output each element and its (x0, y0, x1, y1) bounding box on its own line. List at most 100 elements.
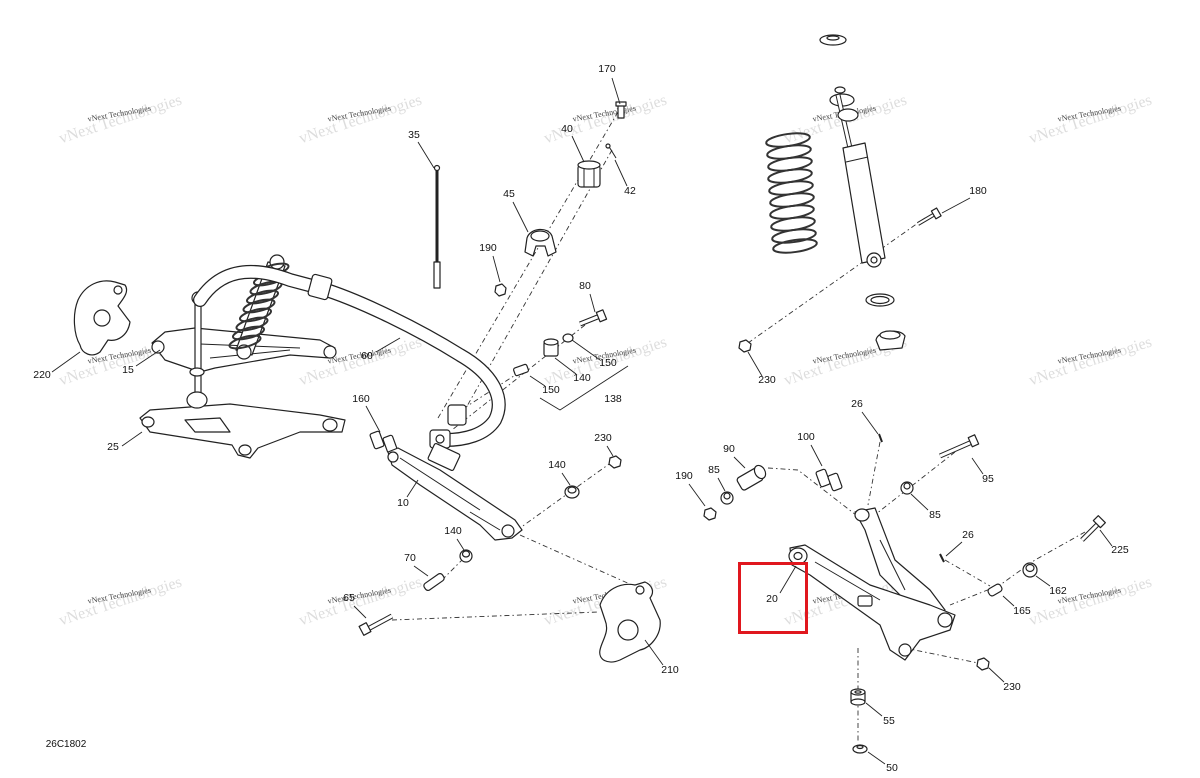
leader-line (589, 293, 596, 313)
watermark-text: vNext Technologies (297, 574, 424, 630)
watermark-text: vNext Technologies (1027, 92, 1154, 148)
callout-label: 180 (969, 185, 987, 197)
callout-label: 65 (343, 592, 355, 604)
bushing-45 (524, 228, 557, 257)
right-shock-absorber (835, 94, 886, 268)
watermark: vNext Technologies vNext Technologies (57, 92, 184, 148)
callout-label: 150 (542, 384, 560, 396)
watermark-text: vNext Technologies (57, 574, 184, 630)
leader-line (529, 375, 546, 387)
leader-line (971, 457, 984, 475)
leader-line (1099, 529, 1113, 547)
leader-line (606, 445, 614, 457)
leader-line (121, 431, 143, 447)
callout-label: 15 (122, 364, 134, 376)
bushing-90 (736, 464, 767, 491)
leader-line (413, 565, 429, 577)
callout-label: 35 (408, 129, 420, 141)
nut-230-left (608, 455, 622, 469)
callout-label: 165 (1013, 605, 1031, 617)
watermark: vNext Technologies vNext Technologies (297, 574, 424, 630)
washer-55 (850, 688, 866, 706)
bracket-100 (815, 468, 843, 492)
watermark: vNext Technologies vNext Technologies (542, 92, 669, 148)
link-arm-10 (387, 442, 523, 541)
watermark-text: vNext Technologies (1027, 574, 1154, 630)
left-shock-absorber (228, 254, 290, 360)
callout-label: 190 (675, 470, 693, 482)
assembly-line (904, 647, 979, 664)
leader-line (51, 351, 81, 373)
callout-label-highlighted: 20 (766, 593, 778, 605)
drawing-number: 26C1802 (46, 739, 87, 750)
callout-label: 190 (479, 242, 497, 254)
ring (865, 293, 895, 307)
leader-line (988, 667, 1005, 683)
leader-line (571, 135, 585, 163)
nut-230-lower-right (976, 657, 990, 671)
bushing-70 (423, 572, 445, 592)
leader-line (688, 483, 706, 507)
bushing-150 (513, 333, 574, 377)
leader-line (867, 751, 886, 765)
bolt-65 (358, 613, 394, 636)
callout-label: 50 (886, 762, 898, 774)
bracket-138 (539, 365, 629, 411)
watermark: vNext Technologies vNext Technologies (1027, 334, 1154, 390)
leader-line (1035, 575, 1051, 587)
pin-26-upper (878, 433, 883, 443)
callout-label: 26 (962, 529, 974, 541)
callout-label: 170 (598, 63, 616, 75)
assembly-line (767, 467, 857, 516)
leader-line (779, 565, 797, 594)
leader-line (910, 493, 929, 511)
stabilizer-link-rod (433, 164, 441, 289)
callout-label: 85 (929, 509, 941, 521)
lower-a-arm (139, 403, 346, 459)
bump-stop (875, 330, 906, 351)
callout-label: 230 (758, 374, 776, 386)
leader-line (717, 477, 726, 492)
bushing-140-upper (543, 338, 559, 357)
bolt-170 (615, 101, 627, 119)
highlight-box (738, 562, 808, 634)
callout-label: 70 (404, 552, 416, 564)
assembly-line (391, 611, 599, 621)
bolt-95 (938, 434, 980, 459)
pin-26-lower (939, 553, 945, 563)
leader-line (571, 339, 601, 361)
callout-label: 140 (548, 459, 566, 471)
leader-line (747, 351, 763, 377)
assembly-line (747, 217, 926, 344)
watermark: vNext Technologies vNext Technologies (1027, 574, 1154, 630)
callout-label: 42 (624, 185, 636, 197)
callout-label: 162 (1049, 585, 1067, 597)
leader-line (353, 605, 367, 619)
nut-85-right (900, 481, 914, 495)
bolt-180 (916, 207, 942, 226)
callout-label: 26 (851, 398, 863, 410)
watermark-text: vNext Technologies (542, 92, 669, 148)
callout-label: 25 (107, 441, 119, 453)
leader-line (1002, 595, 1015, 607)
assembly-line (867, 441, 881, 506)
leader-line (614, 159, 628, 187)
watermark: vNext Technologies vNext Technologies (57, 574, 184, 630)
watermark-text: vNext Technologies (57, 92, 184, 148)
watermark-text: vNext Technologies (1027, 334, 1154, 390)
bushing-165 (987, 583, 1003, 597)
leader-line (945, 541, 963, 557)
callout-label: 220 (33, 369, 51, 381)
callout-label: 80 (579, 280, 591, 292)
leader-line (135, 349, 161, 367)
right-knuckle-210 (599, 581, 661, 663)
callout-label: 60 (361, 350, 373, 362)
leader-line (365, 405, 381, 433)
leader-line (456, 538, 465, 551)
bushing-162 (1022, 562, 1038, 578)
trailing-arm-20 (788, 507, 956, 661)
stabilizer-bar (193, 264, 506, 449)
callout-label: 150 (599, 357, 617, 369)
watermark-text: vNext Technologies (297, 92, 424, 148)
